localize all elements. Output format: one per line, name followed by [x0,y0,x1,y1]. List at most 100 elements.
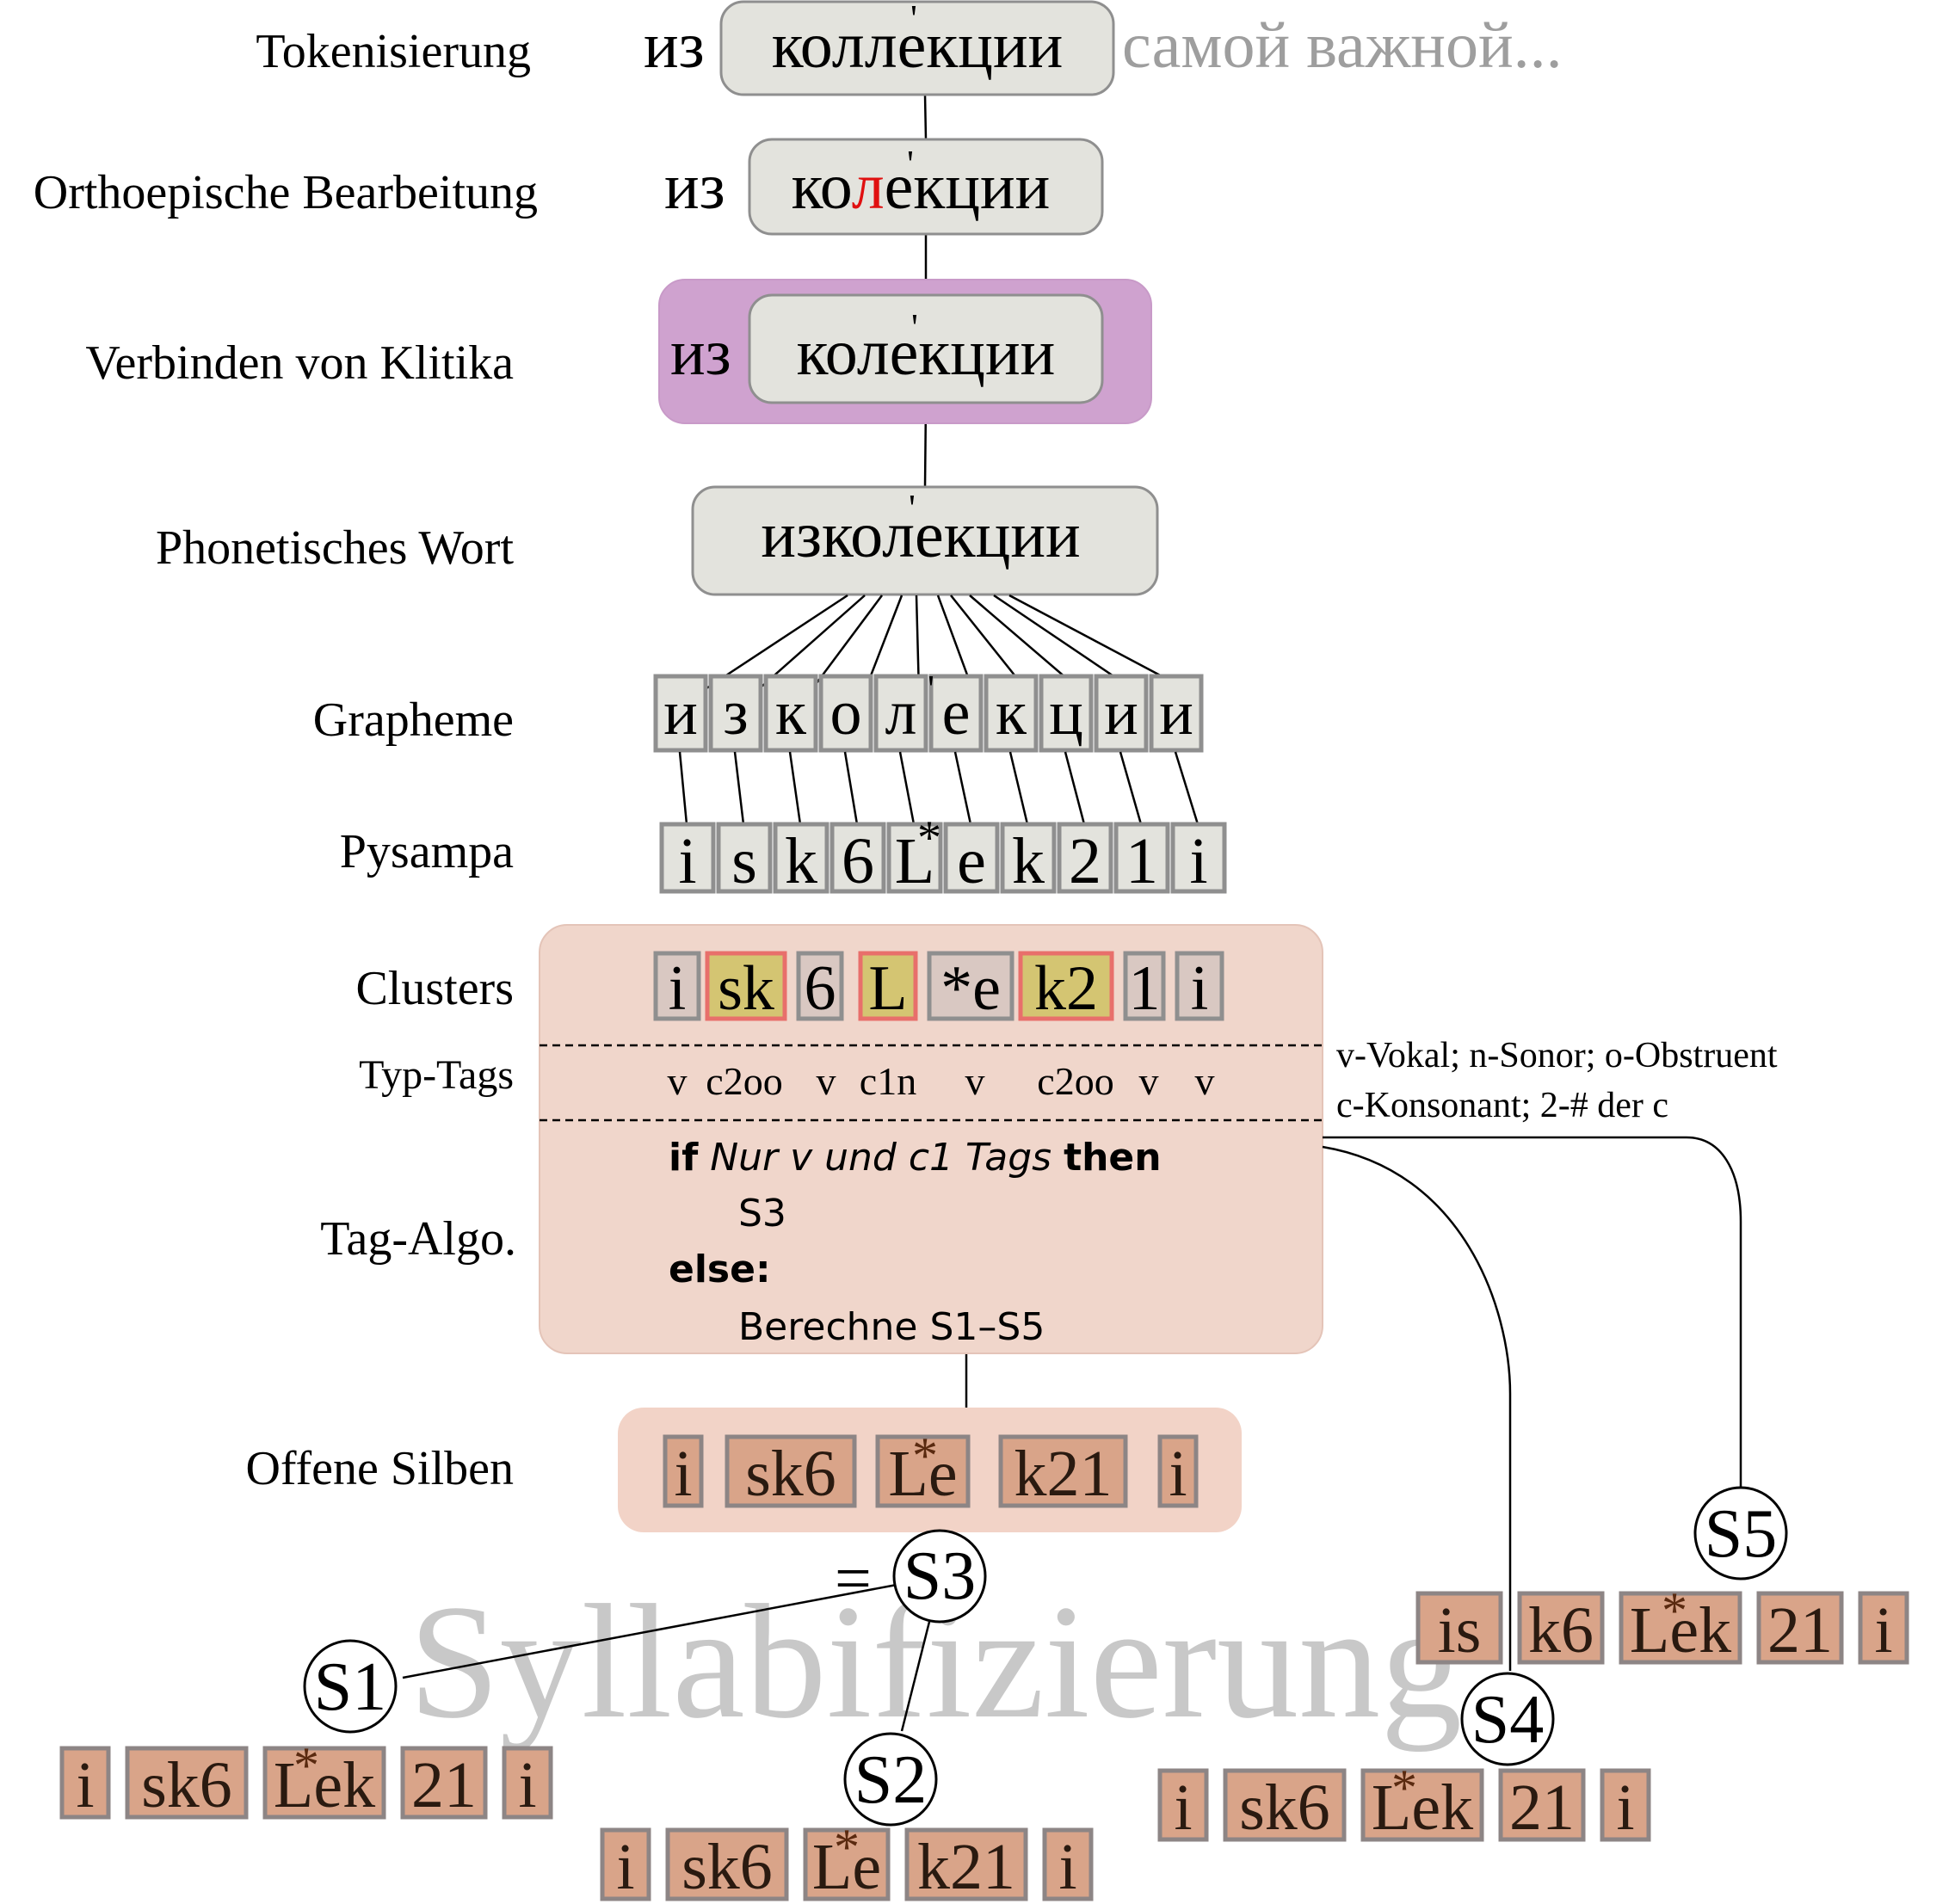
pysampa-stress-mark: * [917,811,941,865]
pysampa-box [943,822,1000,894]
open-syllable-box [663,1434,704,1508]
grapheme-letter: к [775,678,807,749]
ortho-word-after: екции [885,151,1051,223]
ortho-word: колекции [792,151,1051,223]
s4-syllable-box [1498,1768,1586,1842]
legend-line-2: c-Konsonant; 2-# der c [1336,1086,1668,1125]
pysampa-symbol: k [1012,825,1045,897]
grapheme-box [708,674,763,753]
s1-syllable-text: i [518,1749,536,1821]
s4-stress-mark: * [1391,1759,1417,1816]
s4-syllable-box [1223,1768,1347,1842]
s5-syllable-text: Lek [1630,1594,1731,1667]
grapheme-pysampa-line [1119,751,1143,825]
cluster-box [705,951,787,1021]
cluster-text: sk [718,953,774,1024]
s5-syllable-box [1415,1591,1503,1665]
s1-label: S1 [314,1649,387,1725]
grapheme-box [1149,674,1204,753]
cluster-text: *e [940,953,1001,1024]
cluster-box [796,951,844,1021]
label-phonetic-word: Phonetisches Wort [156,521,514,575]
grapheme-box [653,674,708,753]
s2-stress-mark: * [834,1819,860,1876]
grapheme-pysampa-line [898,751,916,825]
type-tag: c2oo [706,1059,782,1103]
s3-label: S3 [903,1538,977,1614]
token-word: коллекции [772,9,1064,82]
grapheme-pysampa-line [1008,751,1029,825]
grapheme-box [928,674,984,753]
grapheme-pysampa-lines [678,751,1200,825]
grapheme-letter: к [996,678,1027,749]
s4-syllable-text: Lek [1372,1772,1473,1844]
s4-syllable-box [1157,1768,1209,1842]
label-clusters: Clusters [355,962,514,1015]
s4-syllable-box [1600,1768,1651,1842]
pysampa-box [716,822,773,894]
label-graphemes: Grapheme [313,693,514,747]
phonetic-word-stress-mark: ' [909,487,916,529]
ortho-prev-word: из [664,151,725,223]
label-orthoepic: Orthoepische Bearbeitung [34,166,538,219]
cluster-text: k2 [1034,953,1098,1024]
s1-syllable-text: sk6 [141,1749,232,1821]
s5-syllable-box [1756,1591,1844,1665]
s1-syllable-text: Lek [274,1749,375,1821]
pysampa-symbol: e [957,825,986,897]
s5-syllable-box [1619,1591,1742,1665]
open-syllable-box [725,1434,857,1508]
grapheme-letter: е [942,678,971,749]
s2-syllable-text: sk6 [681,1831,773,1903]
s2-syllable-text: i [1058,1831,1076,1903]
cluster-text: i [1191,953,1209,1024]
grapheme-box [818,674,873,753]
pysampa-box [773,822,829,894]
s2-syllable-text: k21 [917,1831,1015,1903]
open-syllable-text: sk6 [745,1438,836,1510]
grapheme-box [763,674,818,753]
s5-syllable-text: 21 [1767,1594,1833,1667]
grapheme-pysampa-line [843,751,859,825]
s5-syllable-box [1858,1591,1909,1665]
open-syllable-text: i [674,1438,692,1510]
type-tag: c2oo [1037,1059,1113,1103]
grapheme-pysampa-line [953,751,972,825]
token-prev-word: из [644,9,705,82]
s5-syllable-text: k6 [1528,1594,1594,1667]
s2-circle [843,1732,938,1827]
label-type-tags: Typ-Tags [359,1052,514,1098]
s1-circle [303,1639,398,1734]
open-syllable-text: Le [888,1438,957,1510]
pysampa-symbol: i [1189,825,1207,897]
open-syllable-box [1157,1434,1199,1508]
grapheme-pysampa-line [788,751,802,825]
pysampa-symbol: L [895,825,934,897]
grapheme-pysampa-line [678,751,688,825]
s5-syllable-text: is [1438,1594,1482,1667]
algo-condition: Nur v und c1 Tags [710,1136,1052,1180]
grapheme-pysampa-line [733,751,745,825]
open-syl-stress-mark: * [912,1427,938,1484]
algo-else-keyword: else: [669,1248,771,1291]
cluster-text: 6 [805,953,836,1024]
s1-syllable-box [400,1746,488,1820]
pysampa-symbol: 2 [1069,825,1101,897]
grapheme-letter: л [885,678,917,749]
s4-syllable-box [1360,1768,1484,1842]
s4-label: S4 [1471,1682,1545,1758]
algo-else-action: Berechne S1–S5 [738,1305,1045,1349]
s5-syllable-text: i [1874,1594,1892,1667]
cluster-box [858,951,918,1021]
grapheme-letter: и [663,678,698,749]
pysampa-box [1000,822,1057,894]
token-stress-mark: ' [910,0,917,40]
cluster-text: 1 [1129,953,1161,1024]
pysampa-box [1170,822,1227,894]
s1-syllable-box [502,1746,553,1820]
